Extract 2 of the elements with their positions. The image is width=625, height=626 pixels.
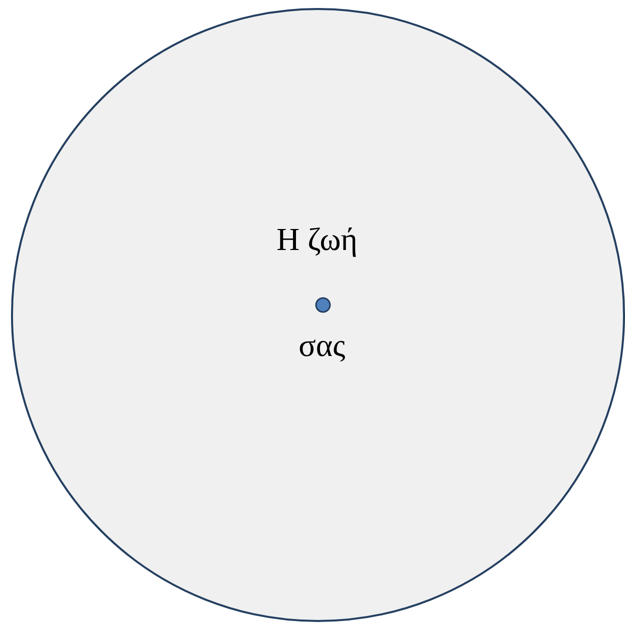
circle-label: Η ζωή xyxy=(276,222,358,258)
circle-label: σας xyxy=(298,328,346,364)
